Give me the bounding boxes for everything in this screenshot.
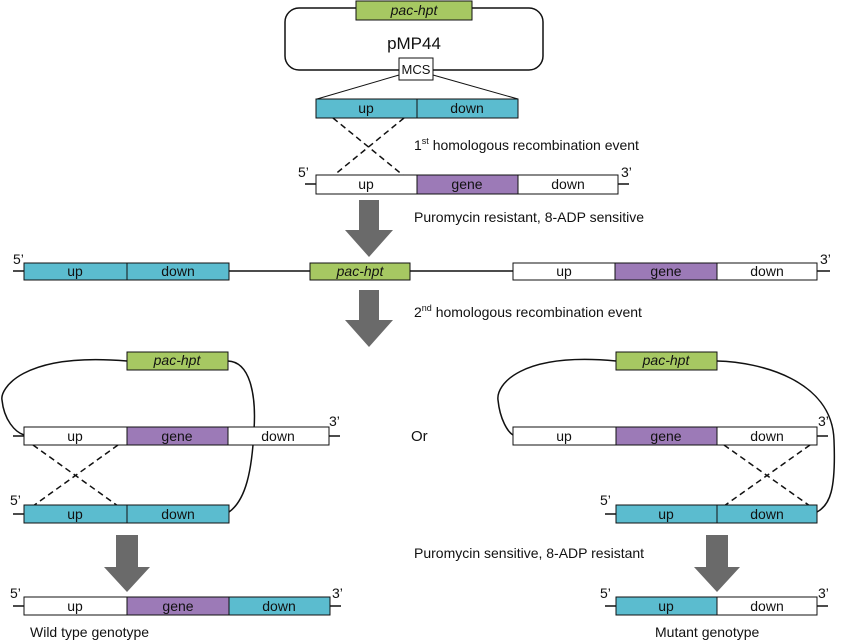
- step1-phenotype-caption: Puromycin resistant, 8-ADP sensitive: [414, 209, 644, 225]
- mut-down-box: [716, 596, 818, 616]
- five-prime-label: 5’: [600, 492, 611, 508]
- mcs-label: MCS: [402, 62, 431, 77]
- step-arrow-mutant: [694, 535, 740, 592]
- right-chrom-up-label: up: [556, 428, 572, 444]
- mcs-expand-right: [432, 74, 519, 100]
- step-arrow-wildtype: [104, 535, 150, 592]
- right-chrom-down-label: down: [750, 428, 783, 444]
- right-loop-marker-label: pac-hpt: [642, 352, 691, 368]
- first-recombination-caption: 1st homologous recombination event: [414, 136, 639, 153]
- integrated-chrom-down-box: [716, 262, 818, 281]
- right-loop-marker-box: [615, 351, 718, 371]
- plasmid-marker-label: pac-hpt: [390, 2, 439, 18]
- chrom-gene-label: gene: [451, 176, 482, 192]
- integrated-up-label: up: [67, 263, 83, 279]
- second-recombination-caption: 2nd homologous recombination event: [414, 303, 642, 320]
- right-chrom-gene-label: gene: [650, 428, 681, 444]
- integrated-down-label: down: [161, 263, 194, 279]
- right-insert-down-label: down: [750, 506, 783, 522]
- chromosome-integrated: 5’ 3’ up down pac-hpt up gene down: [13, 251, 831, 281]
- wt-down-box: [228, 596, 331, 616]
- left-loop-marker-label: pac-hpt: [153, 352, 202, 368]
- plasmid-marker-box: [355, 0, 473, 21]
- five-prime-label: 5’: [13, 251, 24, 267]
- three-prime-label: 3’: [329, 413, 340, 429]
- wt-gene-label: gene: [162, 598, 193, 614]
- five-prime-label: 5’: [600, 585, 611, 601]
- plasmid-pmp44: pac-hpt pMP44 MCS: [284, 0, 544, 100]
- chrom-up-label: up: [358, 176, 374, 192]
- left-insert-up-label: up: [67, 506, 83, 522]
- result-wildtype: 5’ 3’ up gene down Wild type genotype: [10, 585, 343, 640]
- left-insert-down-box: [126, 504, 230, 524]
- five-prime-label: 5’: [10, 585, 21, 601]
- mut-down-label: down: [750, 598, 783, 614]
- integrated-chrom-up-label: up: [556, 263, 572, 279]
- insert-construct: up down: [315, 98, 519, 119]
- integrated-marker-box: [309, 262, 411, 281]
- step-arrow-1: [345, 200, 393, 257]
- or-label: Or: [411, 428, 428, 445]
- wt-down-label: down: [262, 598, 295, 614]
- three-prime-label: 3’: [818, 585, 829, 601]
- right-chrom-down-box: [716, 426, 818, 446]
- step2-phenotype-caption: Puromycin sensitive, 8-ADP resistant: [414, 545, 644, 561]
- five-prime-label: 5’: [10, 492, 21, 508]
- loop-wildtype-path: pac-hpt 3’ up gene down 5’ up down: [1, 351, 340, 524]
- step-arrow-2: [345, 290, 393, 347]
- mcs-box: [398, 57, 434, 81]
- integrated-marker-label: pac-hpt: [336, 263, 385, 279]
- three-prime-label: 3’: [818, 413, 829, 429]
- left-chrom-up-label: up: [67, 428, 83, 444]
- right-insert-up-label: up: [658, 506, 674, 522]
- loop-mutant-path: pac-hpt 3’ up gene down 5’ up down: [497, 351, 836, 524]
- integrated-chrom-gene-label: gene: [650, 263, 681, 279]
- insert-down-box: [416, 98, 519, 119]
- left-chrom-down-box: [227, 426, 330, 446]
- right-insert-down-box: [716, 504, 818, 524]
- three-prime-label: 3’: [332, 585, 343, 601]
- mcs-expand-left: [316, 74, 400, 100]
- three-prime-label: 3’: [621, 164, 632, 180]
- left-chrom-gene-label: gene: [161, 428, 192, 444]
- left-loop-marker-box: [126, 351, 229, 371]
- mutant-caption: Mutant genotype: [655, 624, 760, 640]
- five-prime-label: 5’: [298, 164, 309, 180]
- wild-type-caption: Wild type genotype: [30, 624, 149, 640]
- left-insert-down-label: down: [161, 506, 194, 522]
- crossover-first: [332, 117, 405, 177]
- integrated-chrom-down-label: down: [750, 263, 783, 279]
- chromosome-wildtype-initial: 5’ 3’ up gene down: [298, 164, 632, 195]
- three-prime-label: 3’: [820, 251, 831, 267]
- insert-down-label: down: [450, 100, 483, 116]
- integrated-down-box: [126, 262, 230, 281]
- left-chrom-down-label: down: [261, 428, 294, 444]
- wt-up-label: up: [67, 598, 83, 614]
- mut-up-label: up: [658, 598, 674, 614]
- chrom-down-box: [517, 174, 619, 195]
- chrom-down-label: down: [551, 176, 584, 192]
- insert-up-label: up: [358, 100, 374, 116]
- plasmid-name: pMP44: [387, 34, 441, 53]
- result-mutant: 5’ 3’ up down Mutant genotype: [600, 585, 829, 640]
